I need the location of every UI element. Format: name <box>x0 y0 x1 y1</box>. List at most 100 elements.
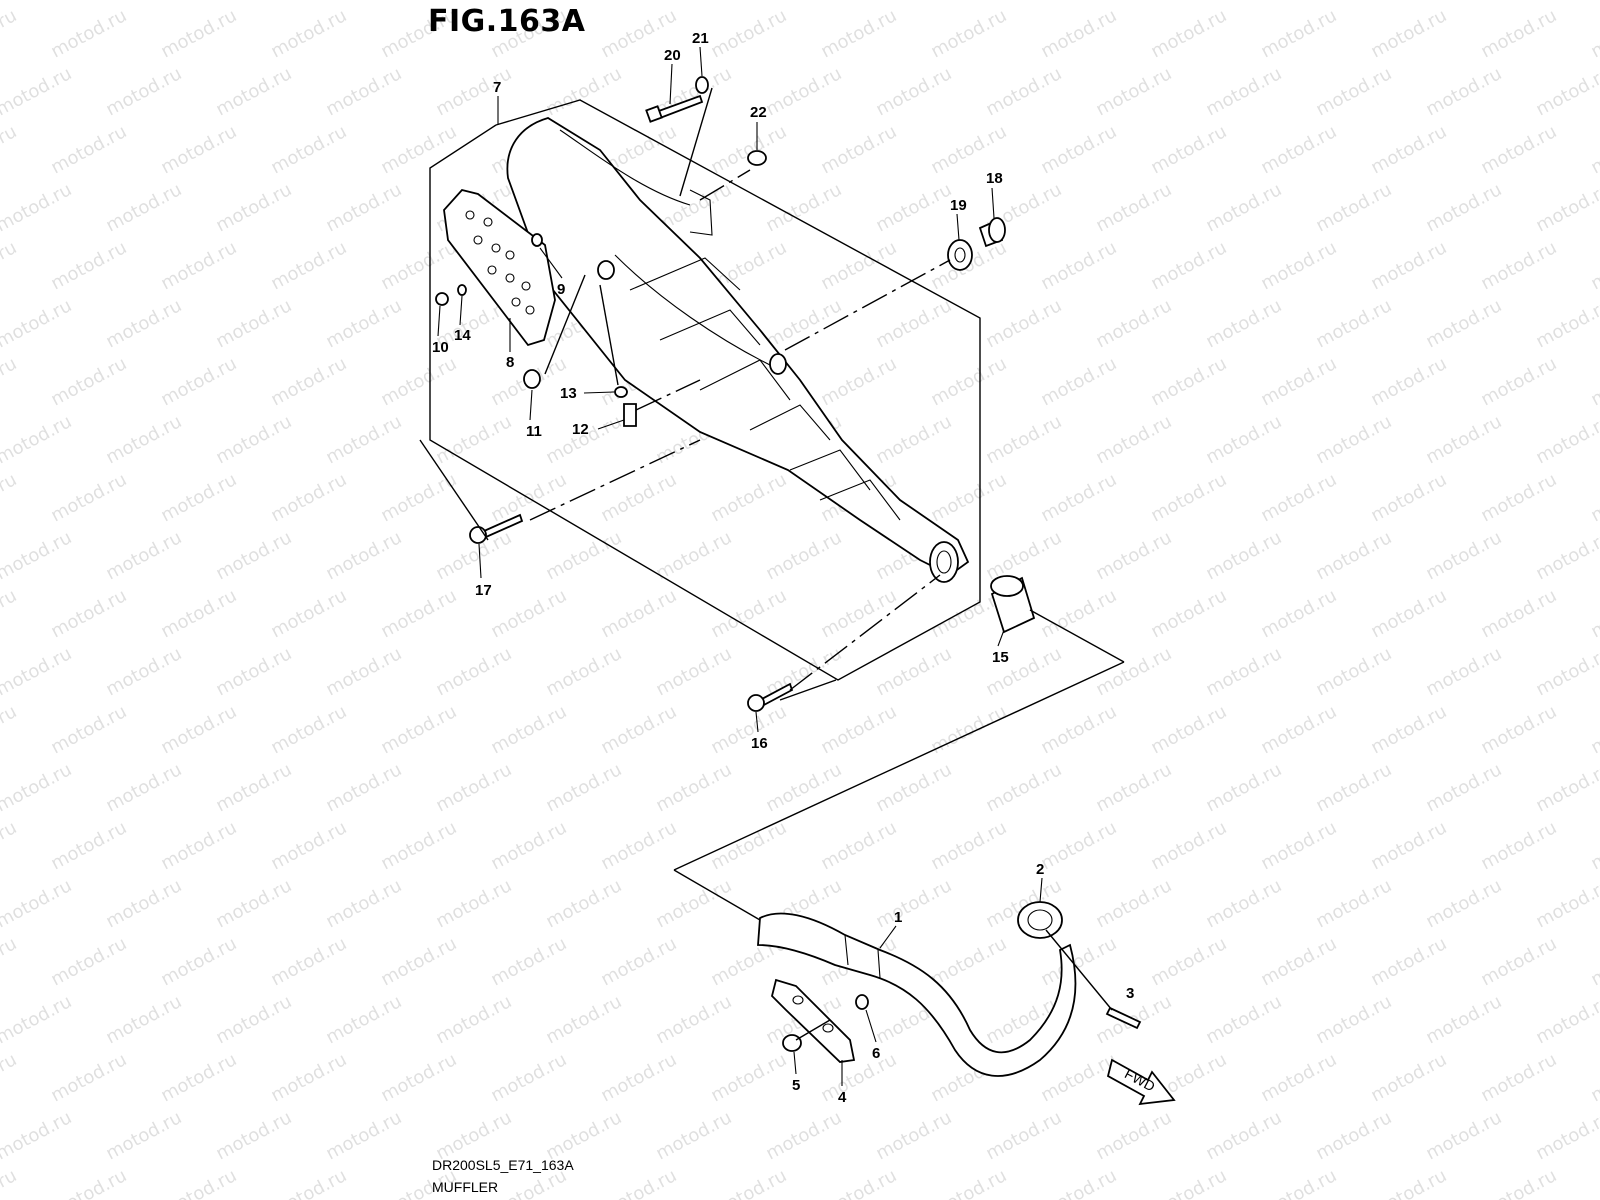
watermark-text: motod.ru <box>1257 933 1340 990</box>
callout-7: 7 <box>493 79 501 96</box>
watermark-text: motod.ru <box>1147 237 1230 294</box>
watermark-text: motod.ru <box>487 1049 570 1106</box>
watermark-text: motod.ru <box>212 295 295 352</box>
watermark-text: motod.ru <box>102 411 185 468</box>
watermark-text: motod.ru <box>47 701 130 758</box>
watermark-text: motod.ru <box>1532 1107 1600 1164</box>
watermark-text: motod.ru <box>817 1165 900 1200</box>
watermark-text: motod.ru <box>1202 1107 1285 1164</box>
heat-shield-plate <box>443 188 556 347</box>
watermark-text: motod.ru <box>1367 353 1450 410</box>
watermark-text: motod.ru <box>1477 1165 1560 1200</box>
watermark-text: motod.ru <box>47 353 130 410</box>
watermark-text: motod.ru <box>1367 701 1450 758</box>
watermark-text: motod.ru <box>542 1107 625 1164</box>
watermark-text: motod.ru <box>377 121 460 178</box>
watermark-text: motod.ru <box>377 701 460 758</box>
watermark-text: motod.ru <box>267 701 350 758</box>
watermark-text: motod.ru <box>597 469 680 526</box>
watermark-text: motod.ru <box>487 585 570 642</box>
callout-12: 12 <box>572 421 589 438</box>
watermark-text: motod.ru <box>1202 295 1285 352</box>
watermark-text: motod.ru <box>47 817 130 874</box>
watermark-text: motod.ru <box>322 991 405 1048</box>
hardware <box>435 76 1036 712</box>
watermark-text: motod.ru <box>432 0 515 4</box>
callout-21: 21 <box>692 30 709 47</box>
watermark-text: motod.ru <box>707 1049 790 1106</box>
watermark-text: motod.ru <box>1202 63 1285 120</box>
watermark-text: motod.ru <box>267 817 350 874</box>
watermark-text: motod.ru <box>47 585 130 642</box>
watermark-text: motod.ru <box>1367 585 1450 642</box>
watermark-text: motod.ru <box>1532 63 1600 120</box>
watermark-text: motod.ru <box>0 63 75 120</box>
callout-15: 15 <box>992 649 1009 666</box>
callout-3: 3 <box>1126 985 1134 1002</box>
watermark-text: motod.ru <box>652 0 735 4</box>
watermark-text: motod.ru <box>927 701 1010 758</box>
watermark-text: motod.ru <box>47 237 130 294</box>
watermark-text: motod.ru <box>762 1107 845 1164</box>
watermark-text: motod.ru <box>1092 295 1175 352</box>
watermark-text: motod.ru <box>1037 585 1120 642</box>
watermark-text: motod.ru <box>1257 469 1340 526</box>
watermark-text: motod.ru <box>1202 759 1285 816</box>
watermark-text: motod.ru <box>1477 701 1560 758</box>
watermark-text: motod.ru <box>322 875 405 932</box>
watermark-text: motod.ru <box>1587 701 1600 758</box>
callout-labels: 1 2 3 4 5 6 7 8 9 10 11 12 13 14 15 16 1… <box>432 30 1134 1106</box>
watermark-text: motod.ru <box>0 933 20 990</box>
watermark-text: motod.ru <box>0 817 20 874</box>
watermark-text: motod.ru <box>982 63 1065 120</box>
watermark-text: motod.ru <box>1587 5 1600 62</box>
watermark-text: motod.ru <box>212 643 295 700</box>
watermark-text: motod.ru <box>1037 933 1120 990</box>
watermark-text: motod.ru <box>0 5 20 62</box>
watermark-text: motod.ru <box>102 527 185 584</box>
watermark-text: motod.ru <box>322 179 405 236</box>
watermark-text: motod.ru <box>1202 643 1285 700</box>
watermark-text: motod.ru <box>1367 1165 1450 1200</box>
watermark-text: motod.ru <box>652 759 735 816</box>
watermark-text: motod.ru <box>212 411 295 468</box>
watermark-text: motod.ru <box>157 585 240 642</box>
watermark-text: motod.ru <box>1312 991 1395 1048</box>
watermark-text: motod.ru <box>1147 469 1230 526</box>
callout-19: 19 <box>950 197 967 214</box>
exhaust-flange <box>1017 901 1063 939</box>
watermark-text: motod.ru <box>432 643 515 700</box>
watermark-text: motod.ru <box>1257 701 1340 758</box>
watermark-text: motod.ru <box>817 701 900 758</box>
watermark-text: motod.ru <box>212 527 295 584</box>
watermark-text: motod.ru <box>872 643 955 700</box>
watermark-text: motod.ru <box>1037 1165 1120 1200</box>
watermark-text: motod.ru <box>1312 0 1395 4</box>
watermark-text: motod.ru <box>1532 875 1600 932</box>
watermark-text: motod.ru <box>1477 237 1560 294</box>
watermark-text: motod.ru <box>1422 759 1505 816</box>
watermark-text: motod.ru <box>432 991 515 1048</box>
watermark-text: motod.ru <box>927 5 1010 62</box>
watermark-text: motod.ru <box>102 875 185 932</box>
watermark-text: motod.ru <box>432 759 515 816</box>
watermark-text: motod.ru <box>872 875 955 932</box>
callout-18: 18 <box>986 170 1003 187</box>
watermark-text: motod.ru <box>322 1107 405 1164</box>
watermark-text: motod.ru <box>1422 991 1505 1048</box>
watermark-text: motod.ru <box>1312 1107 1395 1164</box>
callout-11: 11 <box>526 423 542 440</box>
watermark-text: motod.ru <box>1587 1049 1600 1106</box>
watermark-text: motod.ru <box>1312 63 1395 120</box>
watermark-text: motod.ru <box>0 1165 20 1200</box>
watermark-text: motod.ru <box>212 0 295 4</box>
watermark-text: motod.ru <box>1092 63 1175 120</box>
watermark-text: motod.ru <box>1037 701 1120 758</box>
watermark-text: motod.ru <box>817 121 900 178</box>
watermark-text: motod.ru <box>1367 1049 1450 1106</box>
watermark-text: motod.ru <box>102 991 185 1048</box>
watermark-text: motod.ru <box>1367 121 1450 178</box>
watermark-text: motod.ru <box>322 0 405 4</box>
watermark-text: motod.ru <box>1257 1165 1340 1200</box>
